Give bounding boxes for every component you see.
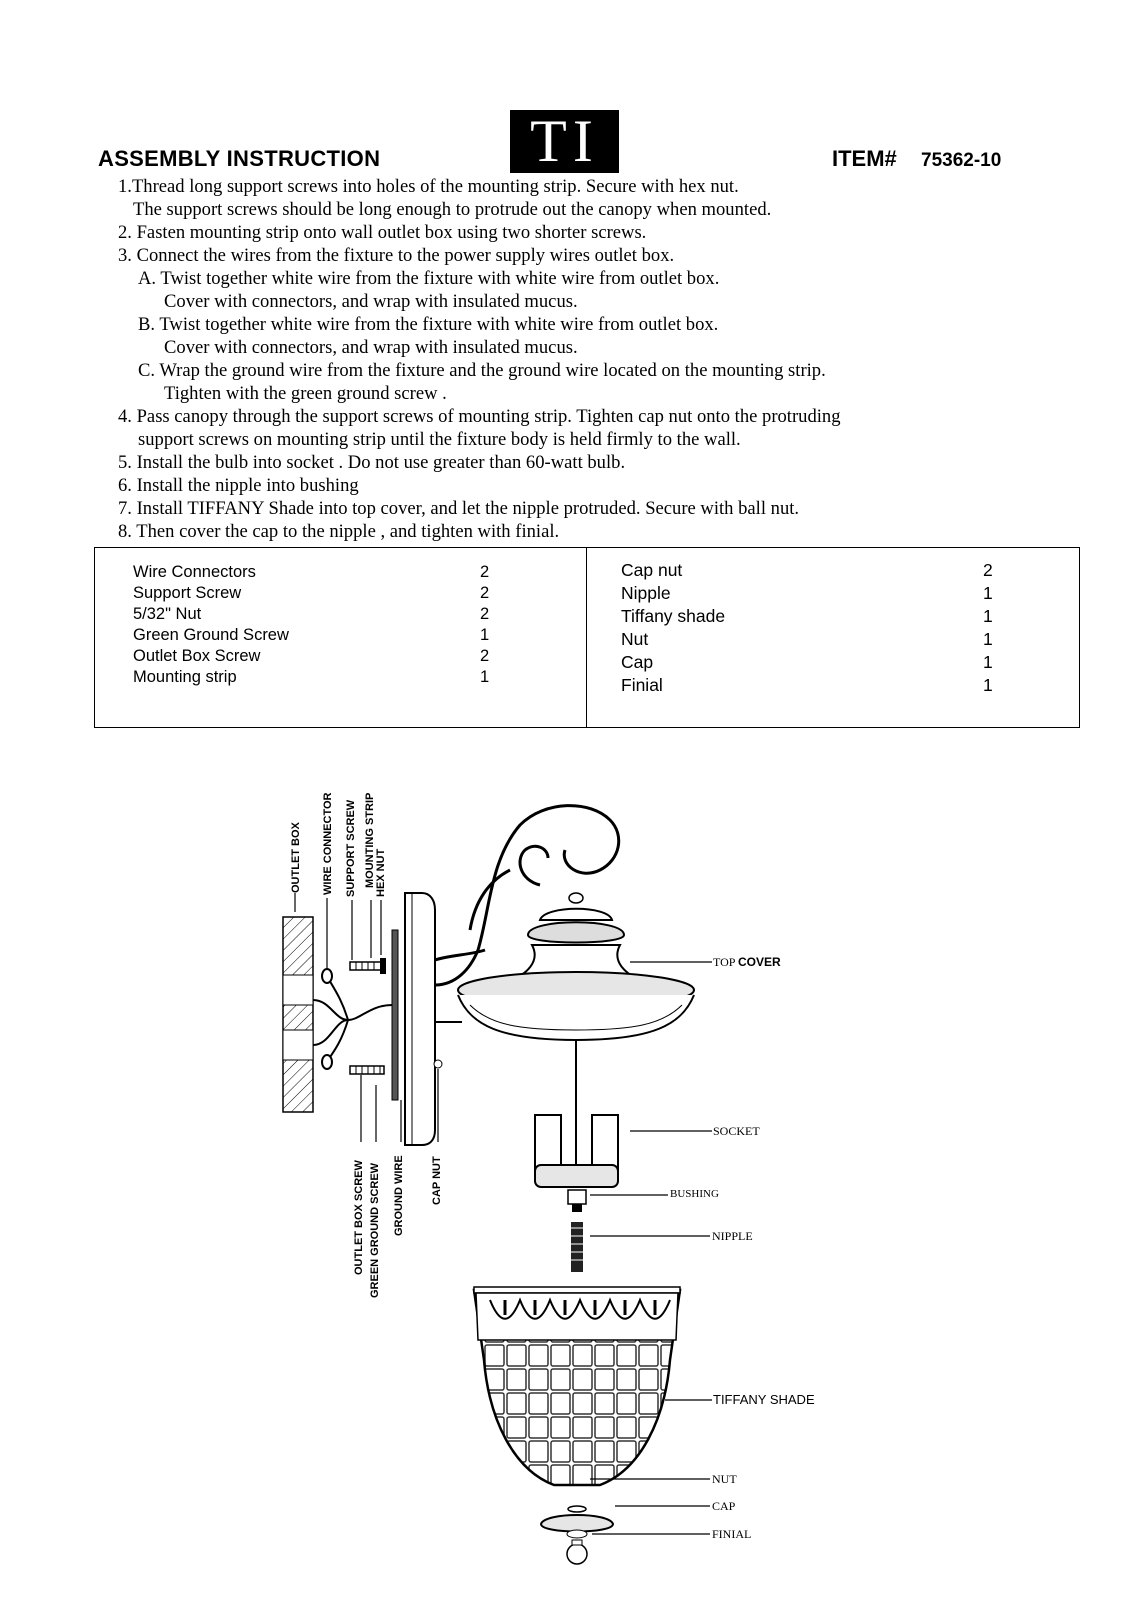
instruction-line: support screws on mounting strip until t… — [138, 429, 741, 450]
part-name: Outlet Box Screw — [133, 647, 261, 665]
cap-drawing — [539, 1514, 615, 1539]
part-name: Tiffany shade — [621, 606, 726, 626]
nut-drawing — [567, 1505, 587, 1513]
label-outlet-box-screw: OUTLET BOX SCREW — [353, 1160, 365, 1275]
mounting-strip-drawing — [391, 929, 399, 1101]
document-title: ASSEMBLY INSTRUCTION — [98, 146, 381, 171]
instruction-line: Tighten with the green ground screw . — [164, 383, 447, 404]
socket-drawing — [534, 1114, 619, 1188]
part-name: Cap — [621, 652, 654, 672]
instruction-line: B. Twist together white wire from the fi… — [138, 314, 719, 335]
instruction-line: 5. Install the bulb into socket . Do not… — [118, 452, 626, 473]
outlet-box-drawing — [282, 916, 314, 1113]
instruction-line: C. Wrap the ground wire from the fixture… — [138, 360, 826, 381]
leader-lines-bottom — [360, 1069, 439, 1142]
part-qty: 2 — [480, 584, 490, 602]
part-qty: 1 — [480, 668, 490, 686]
label-green-ground-screw: GREEN GROUND SCREW — [369, 1162, 381, 1298]
tiffany-shade-drawing — [472, 1286, 682, 1487]
label-nipple: NIPPLE — [712, 1229, 753, 1243]
label-bushing: BUSHING — [670, 1188, 719, 1200]
instruction-line: The support screws should be long enough… — [133, 199, 772, 220]
label-cap: CAP — [712, 1499, 736, 1513]
label-hex-nut: HEX NUT — [375, 848, 387, 897]
label-outlet-box: OUTLET BOX — [290, 822, 302, 893]
part-qty: 2 — [480, 563, 490, 581]
part-name: Mounting strip — [133, 668, 237, 686]
outlet-box-screw-drawing — [349, 1065, 385, 1075]
part-name: Finial — [621, 675, 663, 695]
item-number: 75362-10 — [921, 150, 1002, 171]
part-name: Cap nut — [621, 560, 683, 580]
part-name: Support Screw — [133, 584, 242, 602]
instruction-line: 6. Install the nipple into bushing — [118, 475, 359, 496]
part-name: Nipple — [621, 583, 671, 603]
top-cover-drawing — [457, 892, 695, 1042]
bushing-drawing — [567, 1189, 587, 1212]
label-top-cover-word-2: COVER — [738, 955, 781, 969]
part-name: Wire Connectors — [133, 563, 256, 581]
part-qty: 1 — [983, 629, 993, 649]
label-support-screw: SUPPORT SCREW — [345, 799, 357, 897]
part-qty: 2 — [983, 560, 993, 580]
leader-lines-top — [294, 893, 382, 968]
part-qty: 1 — [480, 626, 490, 644]
label-finial: FINIAL — [712, 1527, 752, 1541]
parts-table-divider — [586, 547, 587, 728]
parts-table — [94, 547, 1080, 728]
nipple-drawing — [571, 1222, 583, 1272]
part-qty: 2 — [480, 647, 490, 665]
scroll-arm-drawing — [434, 804, 621, 1023]
instruction-line: 8. Then cover the cap to the nipple , an… — [118, 521, 560, 542]
instruction-line: 1.Thread long support screws into holes … — [118, 176, 739, 197]
leader-lines-right — [590, 961, 712, 1535]
item-label: ITEM# — [832, 146, 897, 171]
finial-drawing — [566, 1539, 588, 1565]
part-name: Nut — [621, 629, 649, 649]
instruction-line: 4. Pass canopy through the support screw… — [118, 406, 841, 427]
part-qty: 1 — [983, 652, 993, 672]
instruction-line: 7. Install TIFFANY Shade into top cover,… — [118, 498, 800, 519]
support-screw-drawing — [349, 958, 386, 974]
part-name: 5/32" Nut — [133, 605, 202, 623]
instruction-line: Cover with connectors, and wrap with ins… — [164, 337, 578, 358]
label-wire-connector: WIRE CONNECTOR — [322, 792, 334, 895]
wall-plate-drawing — [404, 892, 443, 1146]
label-socket: SOCKET — [713, 1124, 760, 1138]
part-name: Green Ground Screw — [133, 626, 289, 644]
label-cap-nut: CAP NUT — [431, 1156, 443, 1205]
part-qty: 1 — [983, 675, 993, 695]
instruction-line: Cover with connectors, and wrap with ins… — [164, 291, 578, 312]
label-top-cover-word-1: TOP — [713, 955, 736, 969]
part-qty: 1 — [983, 606, 993, 626]
label-ground-wire: GROUND WIRE — [393, 1155, 405, 1236]
wires-drawing — [312, 968, 393, 1070]
label-top-cover: TOP COVER — [713, 955, 781, 970]
instruction-line: 2. Fasten mounting strip onto wall outle… — [118, 222, 647, 243]
label-tiffany-shade: TIFFANY SHADE — [713, 1392, 815, 1407]
label-nut: NUT — [712, 1472, 737, 1486]
instruction-line: 3. Connect the wires from the fixture to… — [118, 245, 675, 266]
part-qty: 2 — [480, 605, 490, 623]
instruction-line: A. Twist together white wire from the fi… — [138, 268, 720, 289]
part-qty: 1 — [983, 583, 993, 603]
brand-logo: TI — [510, 110, 619, 173]
